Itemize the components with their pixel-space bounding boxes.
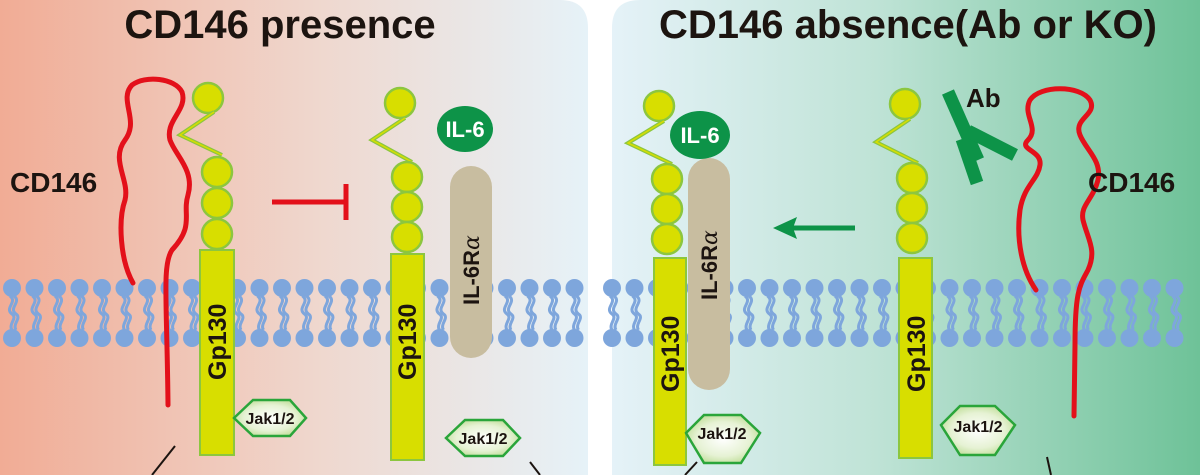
gp130-receptor: Gp130 bbox=[175, 81, 235, 456]
jak-label: Jak1/2 bbox=[698, 426, 747, 443]
jak-kinase: Jak1/2 bbox=[444, 418, 522, 458]
gp130-label: Gp130 bbox=[903, 316, 931, 392]
activation-arrow bbox=[773, 217, 855, 239]
jak-kinase: Jak1/2 bbox=[939, 404, 1017, 457]
gp130-receptor: Gp130 bbox=[623, 89, 687, 466]
il6-label: IL-6 bbox=[680, 123, 719, 148]
panel-cd146-presence: CD146 presence CD146 Gp130 Jak1/2 bbox=[0, 0, 588, 475]
il6r-alpha-receptor: IL-6Rα bbox=[450, 166, 492, 358]
jak-kinase: Jak1/2 bbox=[232, 398, 308, 438]
signal-line bbox=[151, 445, 176, 475]
jak-label: Jak1/2 bbox=[459, 431, 508, 448]
panel-title: CD146 absence(Ab or KO) bbox=[659, 3, 1157, 47]
gp130-label: Gp130 bbox=[394, 304, 422, 380]
antibody-label: Ab bbox=[966, 83, 1001, 113]
jak-label: Jak1/2 bbox=[246, 411, 295, 428]
signal-line bbox=[684, 461, 698, 475]
cd146-protein bbox=[1016, 86, 1102, 419]
panel-cd146-absence: CD146 absence(Ab or KO) Gp130 IL-6Rα IL-… bbox=[601, 0, 1200, 475]
jak-kinase: Jak1/2 bbox=[684, 413, 762, 465]
inhibition-symbol bbox=[272, 184, 349, 220]
il6r-label: IL-6Rα bbox=[459, 235, 485, 305]
gp130-receptor: Gp130 bbox=[368, 86, 425, 461]
il6-label: IL-6 bbox=[445, 117, 484, 142]
cd146-label: CD146 bbox=[10, 167, 97, 198]
signal-line bbox=[529, 461, 541, 475]
il6r-alpha-receptor: IL-6Rα bbox=[688, 158, 730, 390]
antibody: Ab bbox=[942, 83, 1018, 186]
gp130-receptor: Gp130 bbox=[872, 87, 933, 459]
il6r-label: IL-6Rα bbox=[697, 230, 723, 300]
cd146-protein bbox=[116, 76, 192, 408]
panel-title: CD146 presence bbox=[124, 3, 435, 47]
jak-label: Jak1/2 bbox=[954, 419, 1003, 436]
cd146-label: CD146 bbox=[1088, 167, 1175, 198]
signal-line bbox=[1046, 456, 1052, 475]
gp130-label: Gp130 bbox=[657, 316, 685, 392]
il6-ligand: IL-6 bbox=[437, 106, 493, 152]
il6-ligand: IL-6 bbox=[670, 111, 730, 159]
gp130-label: Gp130 bbox=[204, 304, 232, 380]
